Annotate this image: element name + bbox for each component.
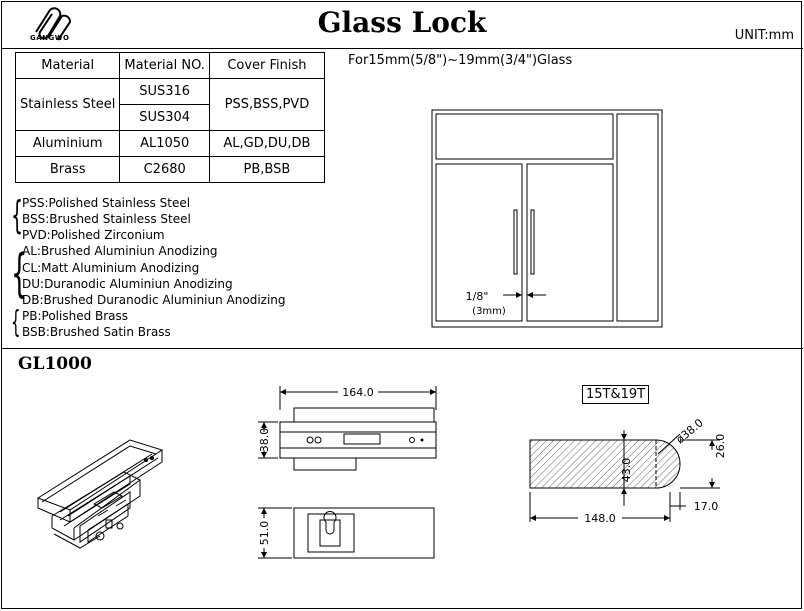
dim-length: 164.0 (342, 386, 374, 399)
glass-range-label: For15mm(5/8")~19mm(3/4")Glass (348, 53, 573, 68)
note-pb: PB:Polished Brass (22, 309, 129, 323)
product-orthographic-views: 164.0 38.0 51.0 (258, 386, 437, 559)
material-table: Material Material NO. Cover Finish Stain… (14, 52, 325, 183)
table-cell: Stainless Steel (14, 78, 121, 131)
table-cell: PSS,BSS,PVD (208, 78, 325, 131)
dim-diameter: ø38.0 (674, 416, 706, 446)
table-header: Cover Finish (208, 52, 325, 79)
table-cell: PB,BSB (208, 156, 325, 183)
table-cell: AL,GD,DU,DB (208, 130, 325, 157)
note-bss: BSS:Brushed Stainless Steel (22, 212, 191, 226)
note-al: AL:Brushed Aluminiun Anodizing (22, 244, 218, 258)
dim-thickness: 43.0 (620, 458, 633, 483)
table-cell: AL1050 (119, 130, 210, 157)
door-diagram: 1/8" (3mm) (431, 109, 663, 328)
note-pvd: PVD:Polished Zirconium (22, 228, 165, 242)
product-3d-view (36, 439, 164, 549)
dim-height: 38.0 (258, 428, 271, 453)
gap-sub-label: (3mm) (472, 306, 506, 317)
dim-edge: 17.0 (694, 500, 719, 513)
table-cell: SUS316 (119, 78, 210, 105)
glass-thickness-tag: 15T&19T (582, 385, 650, 404)
table-row: Stainless Steel SUS316 PSS,BSS,PVD (14, 78, 325, 131)
gap-label: 1/8" (466, 290, 489, 303)
note-pss: PSS:Polished Stainless Steel (22, 196, 191, 210)
unit-label: UNIT:mm (734, 28, 794, 43)
note-du: DU:Duranodic Aluminiun Anodizing (22, 277, 233, 291)
note-cl: CL:Matt Aluminium Anodizing (22, 261, 200, 275)
dim-end-height: 51.0 (258, 521, 271, 546)
gangwo-logo-icon (35, 7, 71, 41)
brace-icon: { (11, 244, 28, 304)
table-row: Brass C2680 PB,BSB (14, 156, 325, 183)
page-title: Glass Lock (317, 6, 487, 39)
section-divider (2, 348, 803, 349)
table-cell: C2680 (119, 156, 210, 183)
table-header: Material (14, 52, 121, 79)
brace-icon: { (11, 305, 21, 340)
dim-width: 148.0 (584, 512, 616, 525)
note-db: DB:Brushed Duranodic Aluminiun Anodizing (22, 293, 286, 307)
table-cell: Brass (14, 156, 121, 183)
table-row: Aluminium AL1050 AL,GD,DU,DB (14, 130, 325, 157)
table-cell: SUS304 (119, 104, 210, 131)
note-bsb: BSB:Brushed Satin Brass (22, 325, 171, 339)
glass-section-view: 148.0 17.0 43.0 26.0 ø38.0 (529, 416, 727, 525)
dim-offset: 26.0 (714, 434, 727, 459)
table-cell: Aluminium (14, 130, 121, 157)
logo-text: GANGWO (30, 34, 70, 42)
table-header-row: Material Material NO. Cover Finish (14, 52, 325, 79)
header-divider (2, 48, 803, 49)
brace-icon: { (11, 193, 24, 237)
table-header: Material NO. (119, 52, 210, 79)
product-code: GL1000 (18, 354, 92, 374)
